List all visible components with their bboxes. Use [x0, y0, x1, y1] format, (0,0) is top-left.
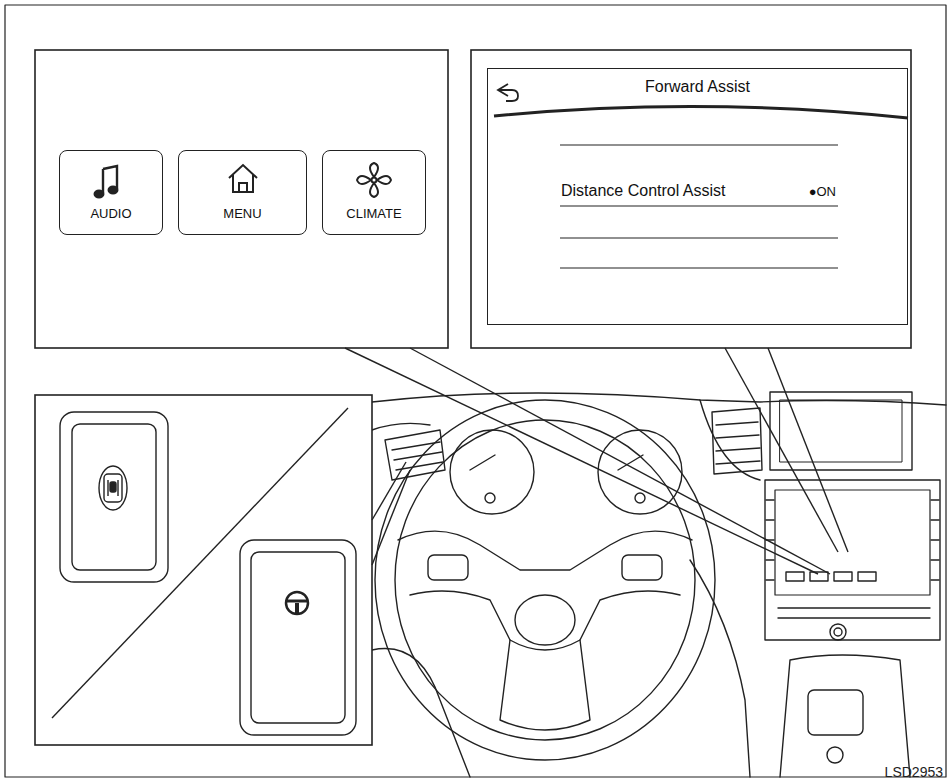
gauge-cluster: [450, 430, 682, 514]
figure-code: LSD2953: [885, 764, 943, 780]
settings-screen: Forward AssistDistance Control Assist ●ON: [487, 68, 908, 325]
menu-item: Distance Control Assist: [561, 182, 726, 200]
steering-wheel: [375, 400, 715, 760]
callout-panel: [35, 50, 448, 348]
lane-switch-icon: [99, 466, 127, 510]
toggle-state: ●ON: [809, 184, 836, 199]
button-label: CLIMATE: [323, 206, 425, 221]
switch-inset: [52, 408, 356, 735]
callout-panel: [35, 395, 372, 745]
home-icon: [229, 165, 257, 192]
screen-title: Forward Assist: [488, 78, 907, 96]
menu-button: MENU: [178, 150, 307, 235]
button-icons: [95, 163, 392, 198]
figure-frame: [5, 5, 946, 777]
music-note-icon: [95, 166, 118, 198]
climate-button: CLIMATE: [322, 150, 426, 235]
leader-lines: [345, 348, 848, 574]
audio-button: AUDIO: [59, 150, 163, 235]
dashboard: [372, 392, 946, 777]
screen-decor: [494, 84, 908, 268]
button-label: AUDIO: [60, 206, 162, 221]
steering-switch-icon: [286, 592, 308, 614]
fan-icon: [357, 163, 391, 197]
callout-panel: [471, 50, 911, 348]
button-label: MENU: [179, 206, 306, 221]
